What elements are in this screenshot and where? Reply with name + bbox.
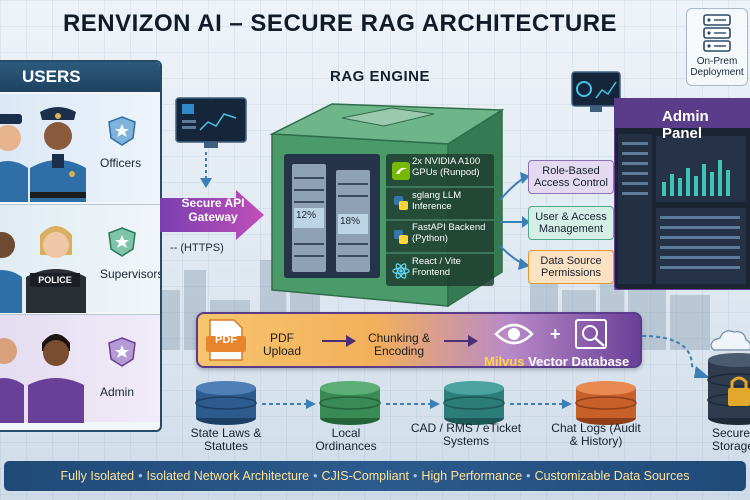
user-label-admin: Admin <box>100 385 135 399</box>
police-badge-icon <box>108 116 136 146</box>
footer-item: Fully Isolated <box>60 469 135 483</box>
user-label-officers: Officers <box>100 156 142 170</box>
users-panel: USERS Officers <box>0 60 162 432</box>
feature-footer-bar: Fully Isolated•Isolated Network Architec… <box>4 461 746 491</box>
data-source-local-ordinances: Local Ordinances <box>315 426 377 453</box>
on-prem-label-1: On-Prem <box>696 56 738 67</box>
secure-storage-label: Secure Storage <box>712 426 750 453</box>
police-vest-label: POLICE <box>38 275 72 285</box>
pdf-upload-label: PDF Upload <box>262 331 302 358</box>
admin-badge-icon <box>108 337 136 367</box>
chunking-label: Chunking & Encoding <box>367 331 431 358</box>
server-label-2: 18% <box>340 216 361 227</box>
milvus-vector-database-label: Milvus Vector Database <box>484 354 630 369</box>
data-source-chat-logs: Chat Logs (Audit & History) <box>551 421 641 448</box>
python-icon <box>394 196 408 210</box>
react-icon <box>392 263 410 279</box>
secure-storage-icon <box>707 330 750 425</box>
ingestion-pipeline <box>196 312 642 368</box>
admin-panel-title: Admin Panel <box>662 108 709 142</box>
component-sglang: sglang LLM Inference <box>412 190 462 212</box>
user-group-admin: Admin <box>0 314 160 423</box>
users-heading: USERS <box>0 62 160 92</box>
gateway-protocol: -- (HTTPS) <box>170 242 224 254</box>
secure-api-gateway-arrow <box>160 190 264 240</box>
milvus-vector-icons: + <box>494 319 607 349</box>
admin-illustration <box>0 334 84 423</box>
footer-item: High Performance <box>421 469 523 483</box>
rag-engine-title: RAG ENGINE <box>330 68 431 85</box>
page-title: RENVIZON AI – SECURE RAG ARCHITECTURE <box>62 10 618 37</box>
data-source-cylinders <box>195 381 637 425</box>
arrow-right-icon <box>444 335 478 347</box>
pdf-badge: PDF <box>215 334 237 346</box>
footer-item: Isolated Network Architecture <box>146 469 310 483</box>
footer-item: Customizable Data Sources <box>534 469 690 483</box>
admin-panel-screen <box>614 98 750 290</box>
arrow-right-icon <box>322 335 356 347</box>
svg-text:+: + <box>550 324 561 344</box>
data-source-cad-rms: CAD / RMS / eTicket Systems <box>410 421 522 448</box>
pdf-file-icon <box>206 319 246 361</box>
officers-illustration <box>0 107 86 202</box>
gateway-label: Secure API Gateway <box>181 196 245 224</box>
monitor-icon <box>571 71 621 112</box>
arrow-down-icon <box>200 152 212 188</box>
monitor-icon <box>175 97 247 148</box>
supervisor-badge-icon <box>108 227 136 257</box>
supervisors-illustration <box>0 226 86 313</box>
nvidia-icon <box>392 162 410 180</box>
perm-data-source-permissions: Data Source Permissions <box>528 250 614 284</box>
on-prem-label-2: Deployment <box>690 67 744 78</box>
permission-arrows <box>500 172 530 270</box>
user-label-supervisors: Supervisors <box>100 267 162 281</box>
python-icon <box>394 230 408 244</box>
pipeline-to-storage-arrow <box>642 335 710 378</box>
footer-item: CJIS-Compliant <box>321 469 410 483</box>
component-react: React / Vite Frontend <box>412 256 461 278</box>
server-rack-icon <box>703 14 731 52</box>
perm-role-based-access: Role-Based Access Control <box>528 160 614 194</box>
user-group-officers: Officers <box>0 94 160 202</box>
on-prem-deployment-badge: On-Prem Deployment <box>686 8 748 86</box>
user-group-supervisors: POLICE Supervisors <box>0 204 162 313</box>
server-label-1: 12% <box>296 210 317 221</box>
component-fastapi: FastAPI Backend (Python) <box>412 222 486 244</box>
perm-user-access-management: User & Access Management <box>528 206 614 240</box>
component-gpus: 2x NVIDIA A100 GPUs (Runpod) <box>412 156 481 178</box>
data-source-state-laws: State Laws & Statutes <box>190 426 262 453</box>
